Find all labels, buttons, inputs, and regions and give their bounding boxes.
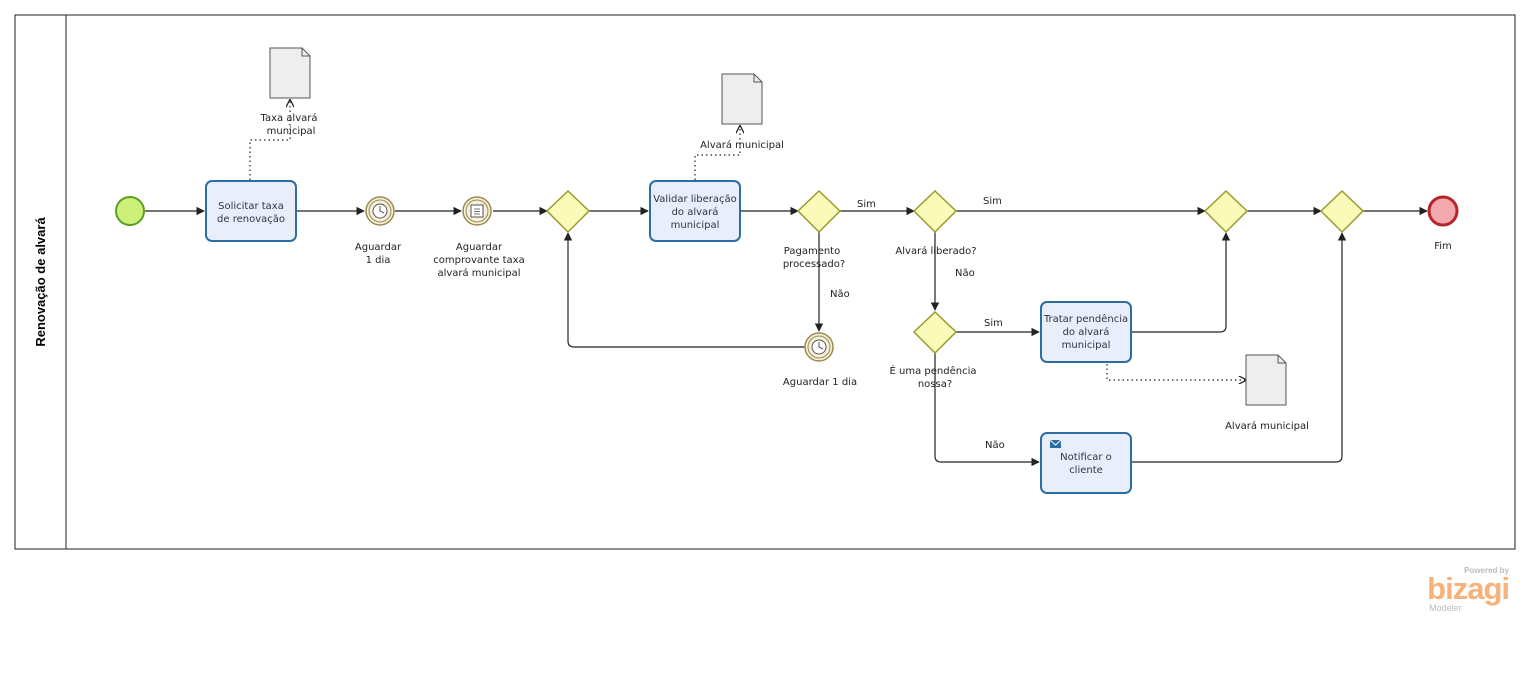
gateway-liberado-label: Alvará liberado? [895, 245, 976, 257]
task-notificar-line2: cliente [1069, 465, 1103, 476]
gateway-pendencia-line1: É uma pendência [890, 364, 977, 377]
comprovante-label-line2: comprovante taxa [433, 255, 524, 266]
timer1-label-line2: 1 dia [366, 255, 391, 266]
flow-pendencia-nao [934, 353, 1040, 467]
end-event[interactable] [1427, 195, 1459, 227]
data-object-taxa-line2: municipal [267, 126, 316, 137]
comprovante-label-line3: alvará municipal [437, 267, 520, 279]
bizagi-logo: bizagi [1427, 571, 1510, 606]
timer1-label-line1: Aguardar [355, 242, 402, 253]
flow-aguardar-loop [563, 232, 805, 348]
data-object-alvara-2-label: Alvará municipal [1225, 420, 1309, 432]
bizagi-branding: Powered by bizagi Modeler [1427, 566, 1510, 613]
data-object-alvara-2[interactable] [1245, 354, 1287, 406]
gateway-merge-2[interactable] [1319, 189, 1365, 234]
task-tratar-line1: Tratar pendência [1043, 313, 1128, 325]
sequence-flows [145, 206, 1428, 467]
flow-label-sim-pendencia: Sim [984, 318, 1003, 329]
flow-label-sim-pagamento: Sim [857, 199, 876, 210]
pool: Renovação de alvará [14, 14, 1516, 550]
timer-event-aguardar-1[interactable] [365, 196, 395, 226]
flow-label-sim-liberado: Sim [983, 196, 1002, 207]
flow-label-nao-liberado: Não [955, 268, 975, 279]
assoc-taxa [249, 100, 290, 180]
gateway-pagamento-line1: Pagamento [784, 246, 840, 257]
flow-tratar-merge [1132, 232, 1231, 333]
timer2-label: Aguardar 1 dia [783, 377, 857, 388]
data-object-taxa[interactable] [269, 47, 311, 99]
gateway-pendencia-nossa[interactable] [912, 310, 958, 355]
pool-label: Renovação de alvará [33, 217, 48, 347]
task-validar-line1: Validar liberação [653, 194, 737, 205]
assoc-alvara2 [1106, 364, 1246, 380]
task-tratar-line2: do alvará [1063, 326, 1110, 338]
comprovante-label-line1: Aguardar [456, 242, 503, 253]
task-validar-line3: municipal [671, 220, 720, 231]
task-solicitar-taxa[interactable]: Solicitar taxa de renovação [205, 180, 297, 242]
powered-by-label: Powered by [1464, 566, 1509, 575]
task-validar-liberacao[interactable]: Validar liberação do alvará municipal [649, 180, 741, 242]
associations [249, 100, 1246, 380]
clock-icon [372, 203, 388, 219]
gateway-pagamento-line2: processado? [783, 259, 845, 270]
timer-event-aguardar-2[interactable] [804, 332, 834, 362]
task-solicitar-line2: de renovação [217, 214, 285, 225]
document-list-icon [470, 204, 484, 218]
gateway-merge-1[interactable] [1203, 189, 1249, 234]
task-tratar-line3: municipal [1062, 340, 1111, 351]
gateway-alvara-liberado[interactable] [912, 189, 958, 234]
clock-icon [811, 339, 827, 355]
data-object-taxa-line1: Taxa alvará [260, 112, 318, 124]
flow-label-nao-pendencia: Não [985, 440, 1005, 451]
gateway-pagamento[interactable] [796, 189, 842, 234]
task-notificar-line1: Notificar o [1060, 452, 1112, 463]
gateway-pendencia-line2: nossa? [918, 379, 952, 390]
conditional-event-comprovante[interactable] [462, 196, 492, 226]
task-validar-line2: do alvará [672, 206, 719, 218]
task-tratar-pendencia[interactable]: Tratar pendência do alvará municipal [1040, 301, 1132, 363]
data-object-alvara-1[interactable] [721, 73, 763, 125]
gateway-merge-loop[interactable] [545, 189, 591, 234]
end-event-label: Fim [1434, 241, 1452, 252]
start-event[interactable] [115, 196, 145, 226]
data-object-alvara-1-label: Alvará municipal [700, 139, 784, 151]
flow-label-nao-pagamento: Não [830, 289, 850, 300]
envelope-icon [1049, 439, 1062, 448]
flow-notificar-merge [1132, 232, 1347, 463]
modeler-label: Modeler [1429, 603, 1462, 613]
task-solicitar-line1: Solicitar taxa [218, 201, 284, 212]
task-notificar-cliente[interactable]: Notificar o cliente [1040, 432, 1132, 494]
